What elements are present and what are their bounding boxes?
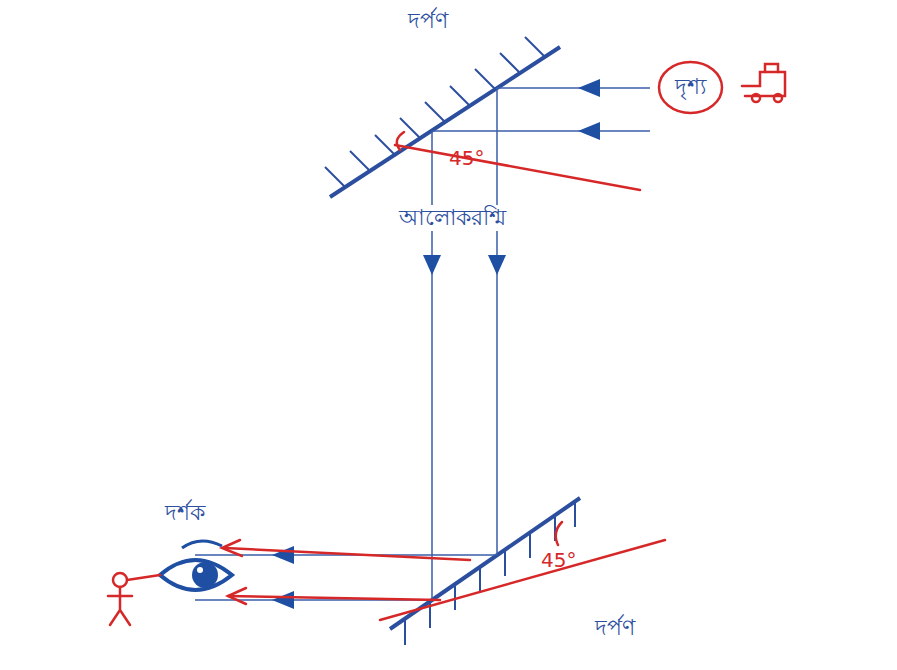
part-label: দর্শক <box>162 500 208 526</box>
angle-label: 45° <box>446 146 487 170</box>
light-rays <box>195 88 650 600</box>
part-label: দর্পণ <box>592 615 638 641</box>
part-label: দর্পণ <box>405 8 451 34</box>
scene-label: দৃশ্য <box>675 74 706 100</box>
red-annotations <box>108 64 785 625</box>
scene-node: দৃশ্য <box>659 62 722 113</box>
top-mirror <box>325 37 560 197</box>
angle-label: 45° <box>538 548 579 572</box>
part-label: আলোকরশ্মি <box>396 205 509 231</box>
bottom-mirror <box>390 498 580 645</box>
ray-arrowheads <box>272 79 600 609</box>
